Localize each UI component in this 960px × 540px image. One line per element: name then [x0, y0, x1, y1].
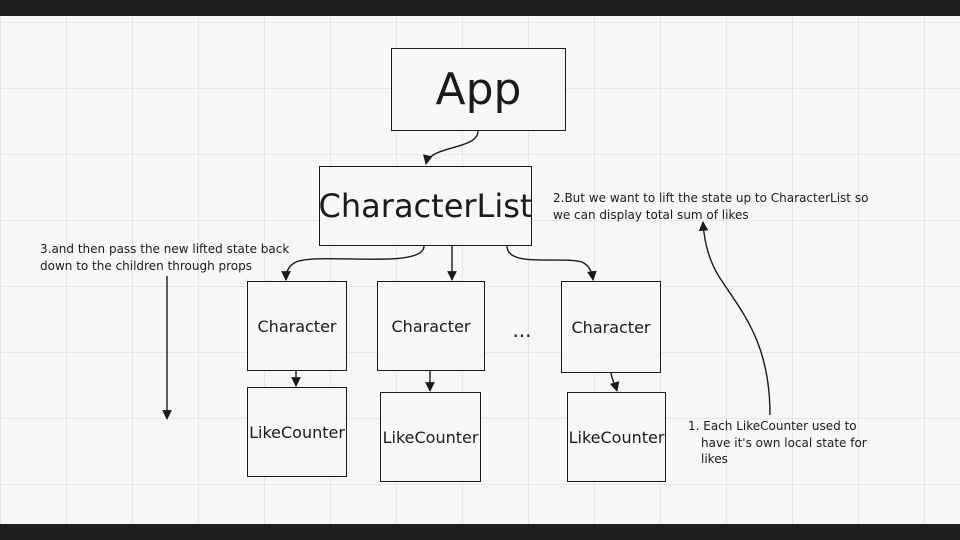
note-step-1[interactable]: 1. Each LikeCounter used to have it's ow… [688, 418, 888, 468]
note-step-3[interactable]: 3.and then pass the new lifted state bac… [40, 241, 300, 274]
node-like-counter-3-label: LikeCounter [568, 427, 665, 447]
node-character-2[interactable]: Character [377, 281, 485, 371]
node-character-list-label: CharacterList [318, 187, 533, 225]
note-step-1-line-3: likes [701, 452, 728, 466]
node-character-3-label: Character [571, 317, 651, 337]
note-step-1-line-1: 1. Each LikeCounter used to [688, 419, 857, 433]
note-step-3-line-1: 3.and then pass the new lifted state bac… [40, 242, 290, 256]
node-like-counter-1-label: LikeCounter [249, 422, 345, 442]
node-character-1-label: Character [257, 316, 337, 336]
node-character-2-label: Character [391, 316, 471, 336]
top-bar [0, 0, 960, 16]
edge-character-3-to-likecounter-3[interactable] [609, 372, 620, 392]
ellipsis-more-characters: ... [512, 318, 532, 342]
edge-step1-to-step2[interactable] [698, 221, 771, 416]
bottom-bar [0, 524, 960, 540]
node-character-list[interactable]: CharacterList [319, 166, 532, 246]
node-app[interactable]: App [391, 48, 566, 131]
edge-characterlist-to-character-3[interactable] [506, 245, 597, 281]
node-like-counter-1[interactable]: LikeCounter [247, 387, 347, 477]
node-character-1[interactable]: Character [247, 281, 347, 371]
note-step-2-line-1: 2.But we want to lift the state up to Ch… [553, 191, 869, 205]
note-step-2-line-2: we can display total sum of likes [553, 207, 749, 222]
note-step-1-line-2: have it's own local state for [701, 435, 867, 450]
node-like-counter-3[interactable]: LikeCounter [567, 392, 666, 482]
note-step-2[interactable]: 2.But we want to lift the state up to Ch… [553, 190, 873, 223]
node-like-counter-2[interactable]: LikeCounter [380, 392, 481, 482]
node-character-3[interactable]: Character [561, 281, 661, 373]
edge-characterlist-to-character-1[interactable] [281, 245, 425, 281]
edge-app-to-characterlist[interactable] [423, 130, 479, 165]
note-step-3-line-2: down to the children through props [40, 258, 252, 273]
node-like-counter-2-label: LikeCounter [382, 427, 479, 447]
node-app-label: App [435, 64, 522, 115]
